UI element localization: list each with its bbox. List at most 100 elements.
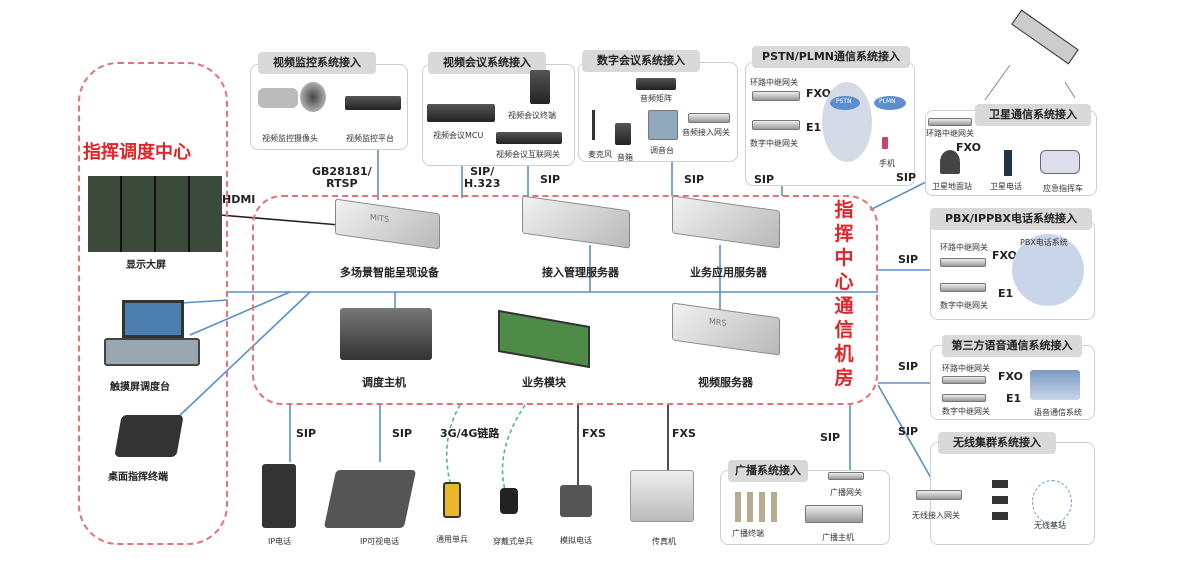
pbx-fxo: FXO (992, 249, 1017, 262)
command-center-title: 指挥调度中心 (83, 142, 191, 163)
base-station-icon (1032, 480, 1072, 524)
ip-phone-sip: SIP (296, 427, 317, 440)
pbx-system-label: PBX电话系统 (1020, 238, 1068, 247)
audio-matrix-label: 音频矩阵 (640, 94, 672, 103)
ip-phone-image (262, 464, 296, 528)
pstn-cloud-icon: PSTN (830, 96, 860, 110)
satellite-sip: SIP (896, 171, 917, 184)
voice-system-icon (1030, 370, 1080, 400)
machine-room-title: 指挥中心通信机房 (834, 199, 854, 389)
display-wall-image (88, 176, 222, 252)
device-label-dispatch-host: 调度主机 (362, 376, 406, 389)
satellite-gw-image (928, 118, 972, 126)
touch-console-label: 触摸屏调度台 (110, 382, 170, 393)
pstn-cloud-label: PSTN (836, 98, 852, 105)
third-party-analog-gw-label: 环路中继网关 (942, 364, 990, 373)
pbx-analog-gw-label: 环路中继网关 (940, 243, 988, 252)
plmn-cloud-label: PLMN (879, 98, 896, 105)
third-party-title: 第三方语音通信系统接入 (942, 335, 1082, 357)
radio-terminals-icon (992, 480, 1008, 524)
microphone-image (592, 110, 595, 140)
mic-label: 麦克风 (588, 150, 612, 159)
third-party-sip: SIP (898, 360, 919, 373)
terminal-label-handheld: 通用单兵 (436, 535, 468, 544)
bullet-camera-image (258, 88, 298, 108)
wireless-gw-image (916, 490, 962, 500)
pbx-sip: SIP (898, 253, 919, 266)
mixer-label: 调音台 (650, 146, 674, 155)
device-label-presentation: 多场景智能呈现设备 (340, 266, 439, 279)
display-wall-label: 显示大屏 (126, 260, 166, 271)
mcu-label: 视频会议MCU (433, 131, 484, 140)
ip-video-phone-image (323, 470, 417, 528)
pbx-analog-gw-image (940, 258, 986, 267)
pstn-sip: SIP (754, 173, 775, 186)
analog-phone-fxs: FXS (582, 427, 606, 440)
gb28181-protocol: GB28181/ RTSP (312, 165, 372, 190)
speaker-image (615, 123, 631, 145)
command-vehicle-icon (1040, 150, 1080, 174)
voice-system-label: 语音通信系统 (1034, 408, 1082, 417)
pbx-system-icon (1012, 234, 1084, 306)
pstn-fxo: FXO (806, 87, 831, 100)
satellite-title: 卫星通信系统接入 (975, 104, 1091, 126)
mobile-phone-icon (882, 137, 888, 149)
broadcast-host-label: 广播主机 (822, 533, 854, 542)
touch-console-image (104, 338, 200, 366)
terminal-label-analog-phone: 模拟电话 (560, 536, 592, 545)
pbx-digital-gw-image (940, 283, 986, 292)
audio-gateway-image (688, 113, 730, 123)
broadcast-terminal-icon (735, 492, 779, 522)
pstn-title: PSTN/PLMN通信系统接入 (752, 46, 910, 68)
conf-terminal-label: 视频会议终端 (508, 111, 556, 120)
third-party-digital-gw-label: 数字中继网关 (942, 407, 990, 416)
conf-terminal-image (530, 70, 550, 104)
pbx-e1: E1 (998, 287, 1014, 300)
satellite-phone-icon (1004, 150, 1012, 176)
pstn-digital-gw-label: 数字中继网关 (750, 139, 798, 148)
broadcast-gw-label: 广播网关 (830, 488, 862, 497)
desk-terminal-label: 桌面指挥终端 (108, 472, 168, 483)
sip-h323-protocol: SIP/ H.323 (464, 165, 501, 190)
base-station-label: 无线基站 (1034, 521, 1066, 530)
pstn-e1: E1 (806, 121, 822, 134)
satellite-phone-label: 卫星电话 (990, 182, 1022, 191)
broadcast-host-image (805, 505, 863, 523)
fax-machine-image (630, 470, 694, 522)
broadcast-gw-image (828, 472, 864, 480)
third-party-analog-gw-image (942, 376, 986, 384)
terminal-label-fax: 传真机 (652, 537, 676, 546)
video-conf-sip: SIP (540, 173, 561, 186)
dome-camera-image (300, 82, 326, 112)
mrs-logo: MRS (709, 316, 727, 329)
machine-room-area (252, 195, 878, 405)
conf-gateway-image (496, 132, 562, 144)
terminal-label-ip-phone: IP电话 (268, 537, 292, 546)
broadcast-terminal-label: 广播终端 (732, 529, 764, 538)
third-party-e1: E1 (1006, 392, 1022, 405)
digital-conf-title: 数字会议系统接入 (582, 50, 700, 72)
device-label-video-server: 视频服务器 (698, 376, 753, 389)
dispatch-host-image (340, 308, 432, 360)
wireless-gw-label: 无线接入网关 (912, 511, 960, 520)
pstn-analog-gw-image (752, 91, 800, 101)
mits-logo: MITS (370, 212, 390, 225)
video-conf-title: 视频会议系统接入 (428, 52, 546, 74)
terminal-label-ip-video-phone: IP可视电话 (360, 537, 400, 546)
audio-gateway-label: 音频接入网关 (682, 128, 730, 137)
third-party-fxo: FXO (998, 370, 1023, 383)
platform-label: 视频监控平台 (346, 134, 394, 143)
pstn-analog-gw-label: 环路中继网关 (750, 78, 798, 87)
pstn-digital-gw-image (752, 120, 800, 130)
touch-console-screen (122, 300, 184, 338)
device-label-business-module: 业务模块 (522, 376, 566, 389)
mcu-image (427, 104, 495, 122)
pbx-digital-gw-label: 数字中继网关 (940, 301, 988, 310)
device-label-app-server: 业务应用服务器 (690, 266, 767, 279)
pbx-title: PBX/IPPBX电话系统接入 (930, 208, 1092, 230)
satellite-fxo: FXO (956, 141, 981, 154)
hdmi-label: HDMI (222, 193, 256, 206)
satellite-gw-label: 环路中继网关 (926, 129, 974, 138)
video-surveillance-title: 视频监控系统接入 (258, 52, 376, 74)
fax-fxs: FXS (672, 427, 696, 440)
